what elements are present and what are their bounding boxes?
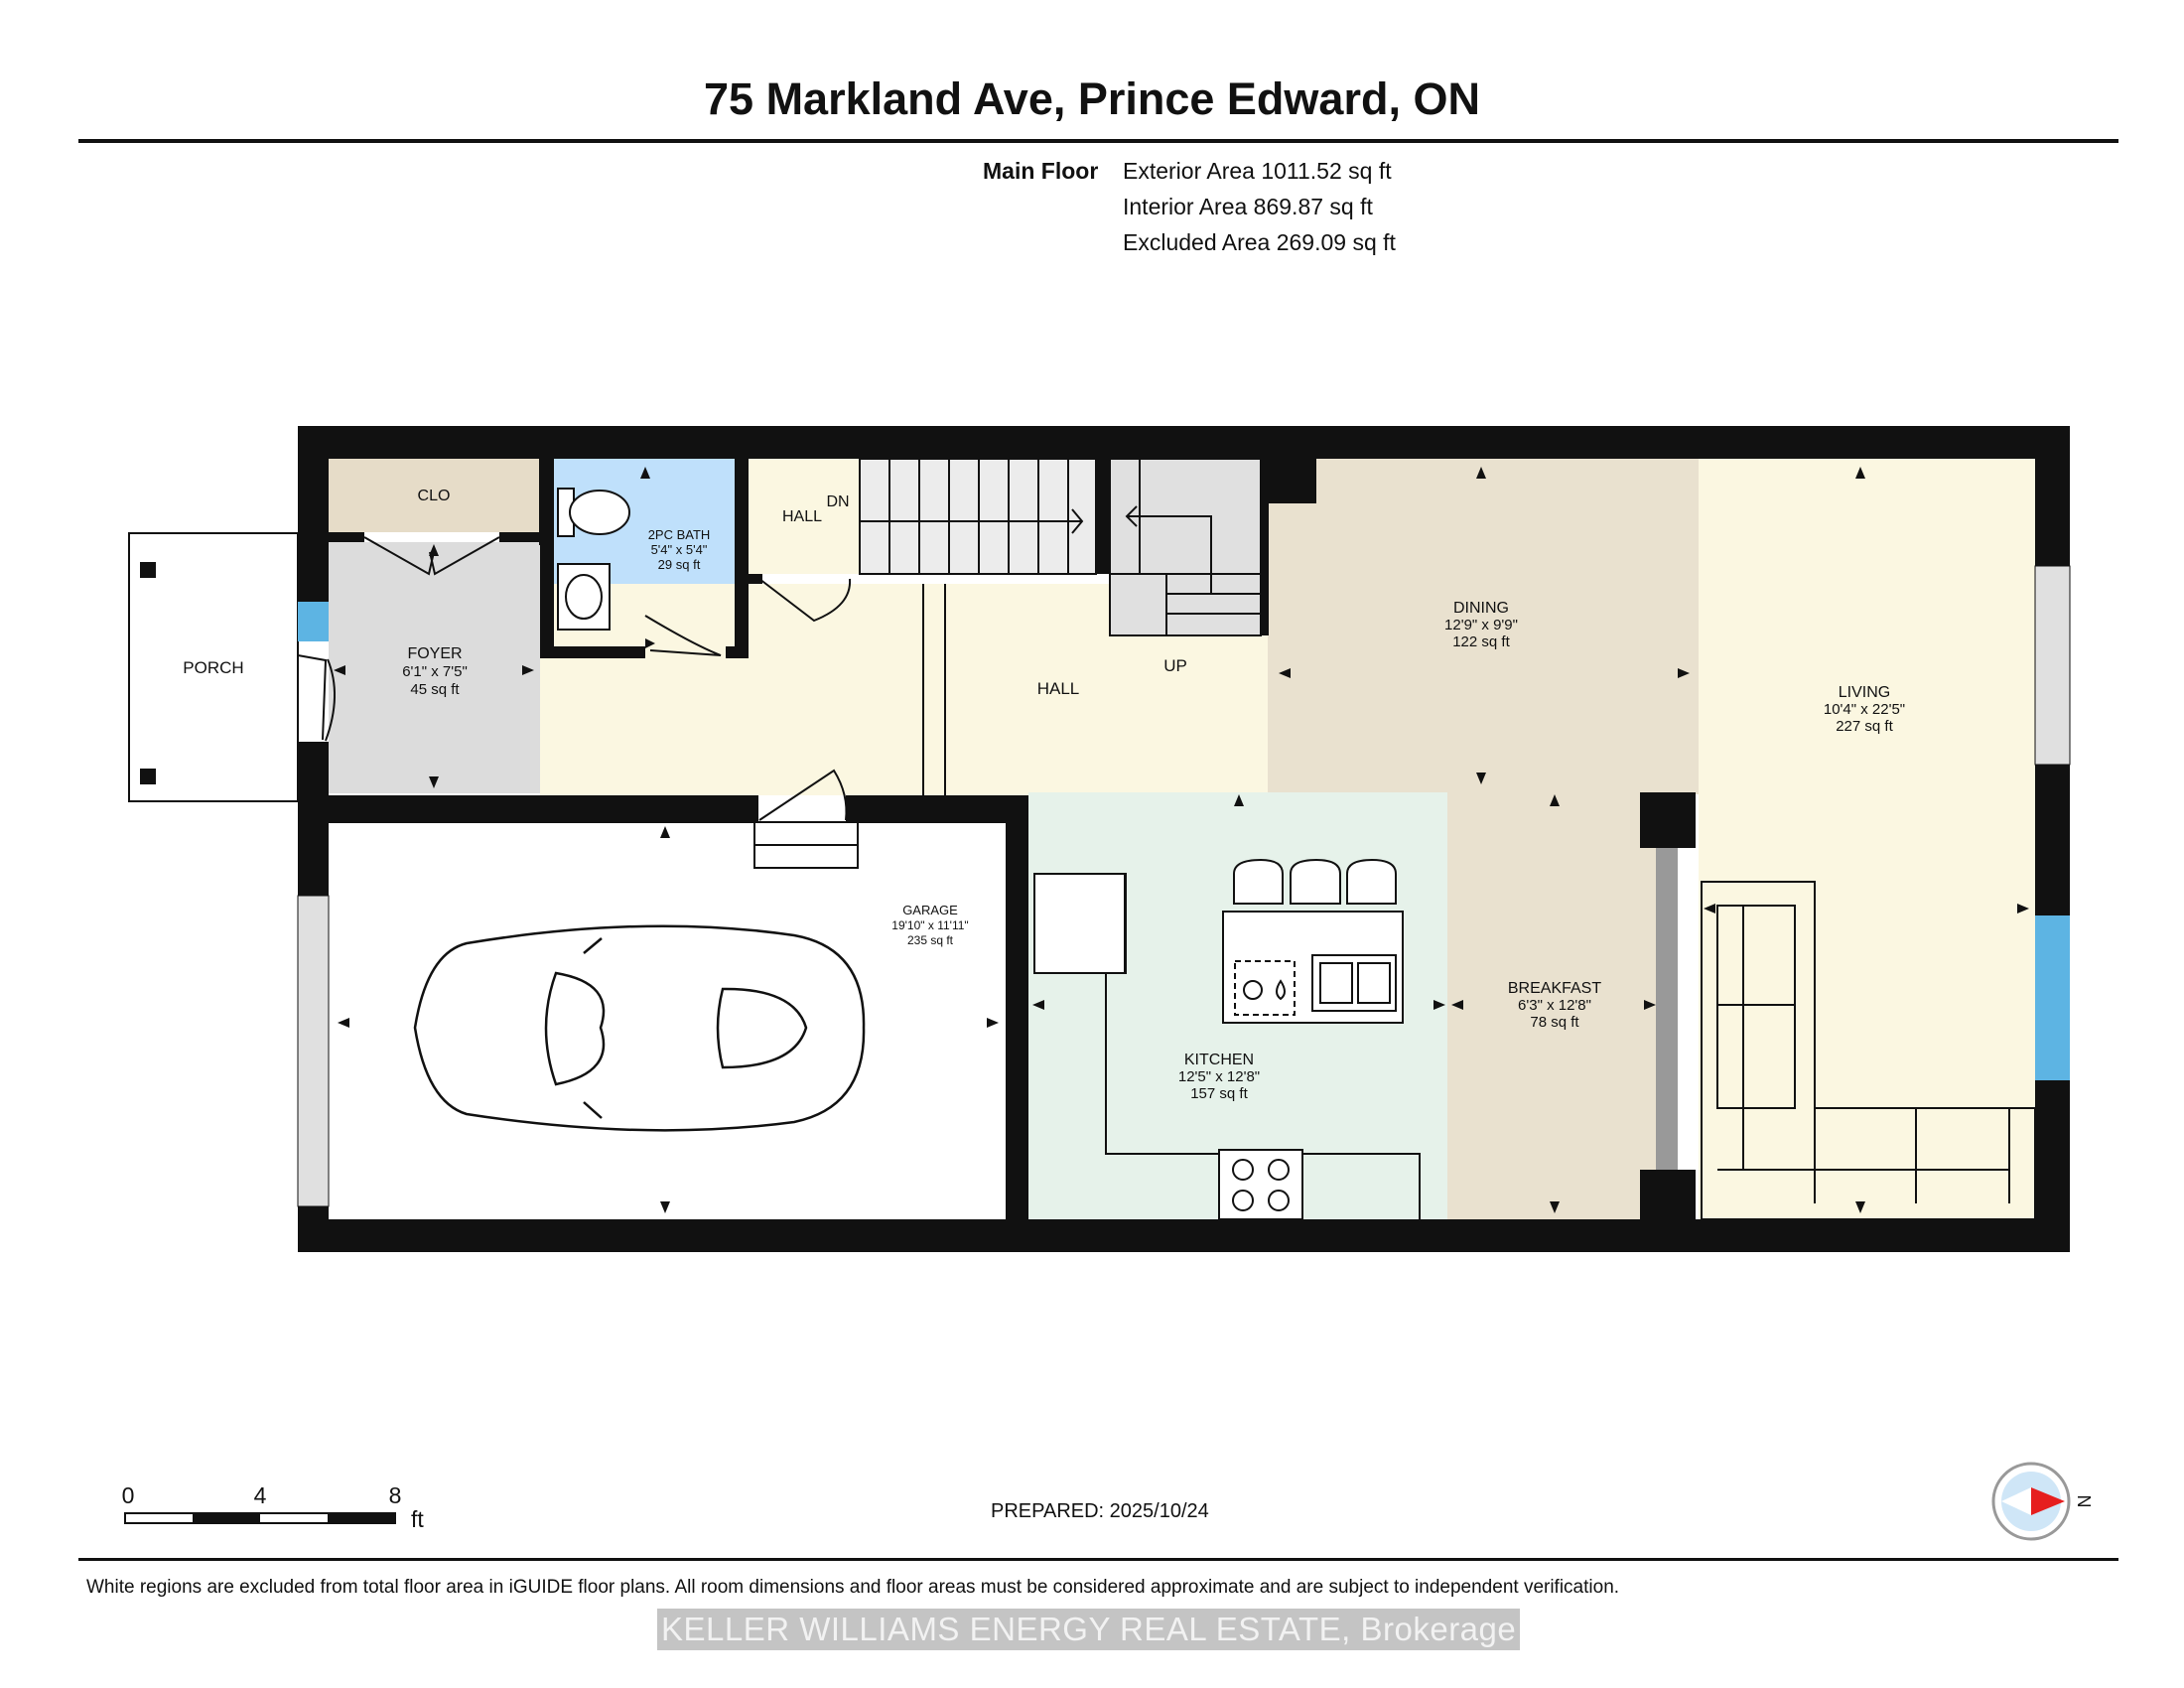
fridge [1033,873,1127,974]
garage-dims: 19'10" x 11'11" [891,918,968,932]
compass-label: N [2074,1495,2094,1508]
hall-name: HALL [1037,679,1080,698]
hall-stair: UP [1163,656,1187,675]
prepared-date: PREPARED: 2025/10/24 [991,1500,1209,1522]
wall-bath-east [735,459,749,658]
stove-icon [1218,1149,1303,1220]
column-living-top [1640,792,1696,848]
kitchen-area: 157 sq ft [1190,1085,1248,1102]
hall-dn-stair: DN [826,493,849,510]
dining-dims: 12'9" x 9'9" [1444,617,1518,633]
dining-area: 122 sq ft [1452,633,1510,650]
wall-garage-east [1006,795,1028,1252]
interior-area: Interior Area 869.87 sq ft [1123,194,1373,219]
foyer-fill [329,542,540,793]
window-living-east-upper [2034,565,2071,766]
living-dims: 10'4" x 22'5" [1824,701,1905,718]
bath-name: 2PC BATH [648,527,711,542]
garage-area: 235 sq ft [907,933,954,947]
doors [297,536,852,821]
bar-stool-1 [1233,858,1284,905]
window-living-east [2035,915,2070,1080]
bath-fixtures [557,488,630,631]
sink-icon [565,574,603,620]
dishwasher-icon [1243,980,1263,1000]
living-area: 227 sq ft [1836,718,1893,735]
foyer-dims: 6'1" x 7'5" [402,663,468,680]
closet-fill [329,459,539,532]
wall-east [2035,426,2070,1252]
footer-rule [78,1558,2118,1561]
scale-unit: ft [411,1506,424,1532]
wall-west-lower [298,1206,329,1252]
page-title: 75 Markland Ave, Prince Edward, ON [704,73,1480,124]
clo-label: CLO [418,488,451,504]
sectional-sofa [1701,881,2036,1220]
hall-dn-fill [749,459,860,574]
scale-tick-4: 4 [254,1482,267,1508]
room-labels: CLO 2PC BATH 5'4" x 5'4" 29 sq ft HALL D… [183,488,1905,1102]
wall-stair-mid [1096,459,1110,574]
dining-name: DINING [1453,600,1509,617]
floor-label: Main Floor [983,158,1099,184]
stairs [753,458,1262,869]
hall-dn-name: HALL [782,508,822,525]
foyer-name: FOYER [407,645,462,662]
kitchen-fixtures [1033,858,1421,1220]
porch [128,532,299,802]
column-living-bottom [1640,1170,1696,1219]
wall-west-upper [298,426,329,602]
walls [298,426,2070,1252]
title-rule [78,139,2118,143]
wall-closet-bottom [329,532,364,542]
partition-living [1656,848,1678,1170]
living-name: LIVING [1839,684,1890,701]
garage-name: GARAGE [902,903,958,917]
compass-icon: N [1991,1462,2094,1541]
wall-bath-bottom-2 [726,646,749,658]
excluded-area: Excluded Area 269.09 sq ft [1123,229,1396,255]
wall-bath-bottom [540,646,645,658]
toilet-bowl [569,490,630,535]
bar-stool-3 [1346,858,1397,905]
dining-fill [1268,459,1699,794]
wall-garage-north-a [298,795,758,823]
wall-hall-dn-bottom [749,574,762,584]
breakfast-area: 78 sq ft [1530,1014,1579,1031]
wall-stair-up-east [1261,459,1269,635]
area-values: Exterior Area 1011.52 sq ft Interior Are… [1123,153,1396,260]
scale-tick-0: 0 [122,1482,135,1508]
wall-garage-north-b [846,795,1028,823]
bar-stool-2 [1290,858,1341,905]
breakfast-fill [1447,792,1665,1219]
porch-name: PORCH [183,658,243,677]
bath-area: 29 sq ft [658,557,701,572]
wall-dining-notch [1269,459,1316,503]
breakfast-dims: 6'3" x 12'8" [1518,997,1591,1014]
measurement-markers [334,467,2029,1213]
window-garage-west [297,895,330,1207]
exterior-area: Exterior Area 1011.52 sq ft [1123,158,1392,184]
breakfast-name: BREAKFAST [1508,980,1601,997]
wall-closet-bottom-2 [499,532,540,542]
wall-south [298,1219,2070,1252]
kitchen-name: KITCHEN [1184,1052,1254,1068]
brokerage-watermark: KELLER WILLIAMS ENERGY REAL ESTATE, Brok… [657,1609,1521,1650]
car-icon [413,924,866,1132]
wall-bath-west [540,459,554,658]
scale-tick-8: 8 [389,1482,402,1508]
scale-bar: 0 4 8 ft [122,1482,425,1532]
windows [297,565,2071,1207]
window-foyer-west [298,602,329,641]
bath-dims: 5'4" x 5'4" [651,542,708,557]
wall-north [298,426,2070,459]
kitchen-dims: 12'5" x 12'8" [1178,1068,1260,1085]
disclaimer: White regions are excluded from total fl… [86,1577,1620,1598]
foyer-area: 45 sq ft [410,681,460,698]
